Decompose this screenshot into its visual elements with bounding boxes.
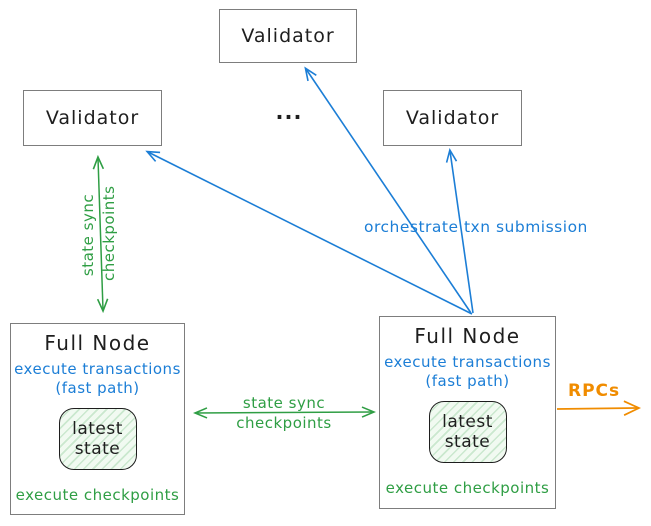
full-node-right-title: Full Node [414,324,521,348]
full-node-right-fast-path: (fast path) [425,372,510,390]
validators-ellipsis: ... [275,100,303,124]
arrow-state-sync-validator-fullnode [98,158,103,310]
full-node-right-execute-transactions: execute transactions [384,353,551,371]
latest-state-line1: latest [442,411,493,432]
arrow-state-sync-fullnode-fullnode [196,412,373,413]
full-node-left-box: Full Node execute transactions (fast pat… [10,323,185,515]
rpcs-label: RPCs [568,381,621,401]
latest-state-line1: latest [72,418,123,439]
arrow-orchestrate-to-right-validator [450,151,474,314]
validator-right-box: Validator [383,90,522,146]
horizontal-edge-label-state-sync: state sync [242,394,326,412]
full-node-left-execute-transactions: execute transactions [14,360,181,378]
validator-top-box: Validator [219,9,357,63]
full-node-right-box: Full Node execute transactions (fast pat… [379,316,556,509]
arrow-rpcs [556,400,642,416]
horizontal-edge-label-checkpoints: checkpoints [236,414,332,432]
arrow-orchestrate-to-left-validator [148,152,473,315]
full-node-left-latest-state-box: latest state [58,408,137,470]
validator-left-label: Validator [45,107,140,129]
validator-left-box: Validator [23,90,162,146]
full-node-left-fast-path: (fast path) [55,379,140,397]
latest-state-line2: state [74,439,121,459]
full-node-left-title: Full Node [44,331,151,355]
validator-right-label: Validator [405,107,500,129]
full-node-right-execute-checkpoints: execute checkpoints [385,479,550,497]
arrow-orchestrate-to-top-validator [306,69,472,314]
full-node-left-execute-checkpoints: execute checkpoints [15,486,180,504]
full-node-right-latest-state-box: latest state [428,401,507,463]
latest-state-line2: state [444,432,491,452]
vertical-edge-label-state-sync: state sync [79,193,97,277]
vertical-edge-label-checkpoints: checkpoints [100,185,118,282]
orchestrate-txn-submission-label: orchestrate txn submission [364,218,588,236]
validator-top-label: Validator [241,25,335,47]
